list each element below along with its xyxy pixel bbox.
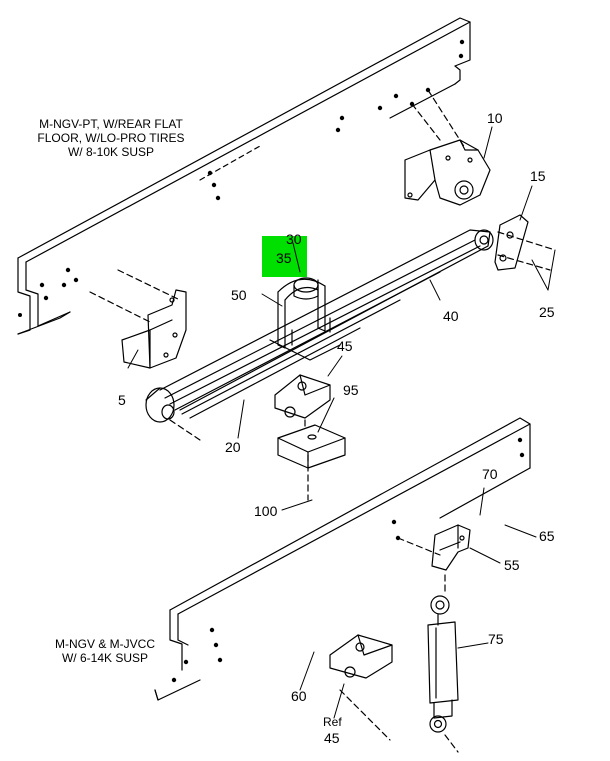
lower-mounting-lines [339,537,459,753]
upper-caption-line2: FLOOR, W/LO-PRO TIRES [37,131,185,145]
callout-15: 15 [530,168,546,184]
leaf-spring [145,229,494,423]
callout-20: 20 [225,439,241,455]
upper-frame-rail [17,17,471,335]
callout-25: 25 [539,304,555,320]
callout-45: 45 [337,338,353,354]
callout-75: 75 [488,631,504,647]
callout-30: 30 [286,231,302,247]
upper-caption-line1: M-NGV-PT, W/REAR FLAT [39,117,183,131]
front-hanger-bracket [121,289,187,369]
callout-60: 60 [291,688,307,704]
upper-caption-line3: W/ 8-10K SUSP [67,145,155,159]
spacer-plate-upper [274,374,331,419]
callout-100: 100 [254,503,278,519]
callout-65: 65 [539,528,555,544]
callout-5: 5 [118,392,126,408]
shock-bracket [431,524,471,571]
callout-50: 50 [231,287,247,303]
shock-absorber [427,595,459,733]
spacer-block [277,424,346,469]
callout-95: 95 [343,382,359,398]
lower-caption-line2: W/ 6-14K SUSP [61,651,149,665]
callout-ref-label: Ref [323,715,342,729]
spacer-plate-lower [329,634,393,679]
lower-frame-rail [154,417,531,701]
lower-caption-line1: M-NGV & M-JVCC [55,637,155,651]
callout-35: 35 [276,250,292,266]
callout-70: 70 [482,466,498,482]
u-bolt-assembly [269,277,341,361]
rear-hanger-bracket [404,139,491,206]
callout-55: 55 [504,557,520,573]
leader-lines [127,126,556,719]
spring-shackle [494,214,529,271]
callout-ref-45: 45 [324,730,340,746]
callout-10: 10 [487,110,503,126]
upper-caption: M-NGV-PT, W/REAR FLAT FLOOR, W/LO-PRO TI… [26,117,196,159]
callout-40: 40 [443,308,459,324]
lower-caption: M-NGV & M-JVCC W/ 6-14K SUSP [40,637,170,665]
